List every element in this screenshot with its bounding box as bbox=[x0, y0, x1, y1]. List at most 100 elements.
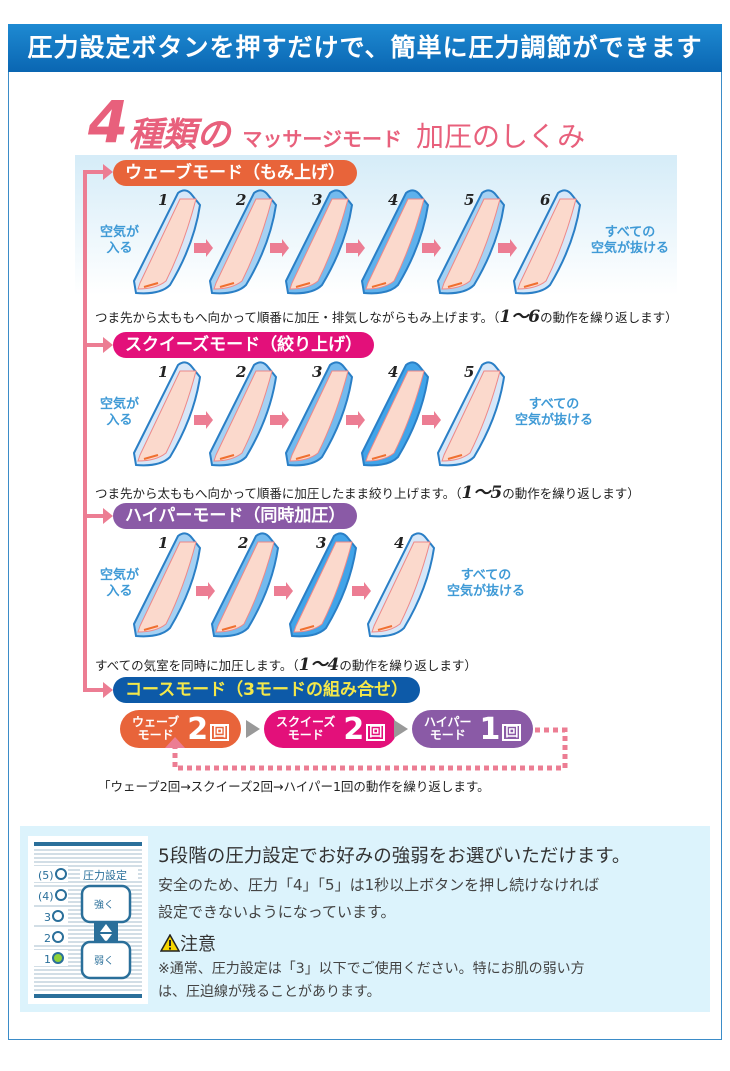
step-number: 2 bbox=[236, 191, 247, 209]
mode-caption: すべての気室を同時に加圧します。（1～4の動作を繰り返します） bbox=[95, 650, 477, 675]
step-unit: 回 bbox=[502, 724, 522, 741]
course-caption: 「ウェーブ2回→スクイーズ2回→ハイパー1回の動作を繰り返します。 bbox=[98, 779, 490, 794]
leg-step: 4 bbox=[358, 357, 432, 469]
strong-button bbox=[80, 884, 132, 924]
air-in-label: 空気が 入る bbox=[100, 397, 140, 428]
leg-cuff-illustration bbox=[436, 189, 506, 295]
warning-icon bbox=[160, 934, 180, 952]
course-mode-label: コースモード（3モードの組み合せ） bbox=[113, 677, 420, 703]
leg-step: 2 bbox=[206, 185, 280, 297]
leg-cuff-illustration bbox=[208, 189, 278, 295]
caption-range: 1～6 bbox=[499, 307, 541, 327]
caption-text: すべての気室を同時に加圧します。（ bbox=[95, 658, 299, 673]
caption-end: の動作を繰り返します） bbox=[339, 658, 477, 673]
caption-range: 1～4 bbox=[298, 655, 340, 675]
caption-text: つま先から太ももへ向かって順番に加圧・排気しながらもみ上げます。（ bbox=[95, 310, 500, 325]
step-name: スクイーズ モード bbox=[276, 715, 336, 742]
caption-end: の動作を繰り返します） bbox=[502, 486, 640, 501]
title-mode: マッサージモード bbox=[242, 127, 402, 151]
leg-step: 1 bbox=[130, 185, 204, 297]
mode-caption: つま先から太ももへ向かって順番に加圧・排気しながらもみ上げます。（1～6の動作を… bbox=[95, 302, 678, 327]
title-number: 4 bbox=[88, 88, 129, 156]
air-in-label: 空気が 入る bbox=[100, 568, 140, 599]
panel-text-1: 安全のため、圧力「4」「5」は1秒以上ボタンを押し続けなければ bbox=[158, 876, 600, 894]
level-label: 2 bbox=[44, 932, 51, 945]
leg-cuff-illustration bbox=[360, 189, 430, 295]
step-number: 3 bbox=[312, 363, 323, 381]
leg-step: 3 bbox=[282, 185, 356, 297]
step-number: 5 bbox=[464, 191, 475, 209]
leg-cuff-illustration bbox=[132, 532, 202, 638]
header-banner: 圧力設定ボタンを押すだけで、簡単に圧力調節ができます bbox=[8, 24, 722, 72]
caption-end: の動作を繰り返します） bbox=[540, 310, 678, 325]
next-arrow-icon bbox=[246, 720, 260, 738]
mode-label-squeeze: スクイーズモード（絞り上げ） bbox=[113, 332, 375, 358]
leg-cuff-illustration bbox=[284, 361, 354, 467]
step-unit: 回 bbox=[366, 724, 386, 741]
leg-cuff-illustration bbox=[132, 189, 202, 295]
title-how: 加圧のしくみ bbox=[415, 120, 586, 153]
flow-arrow-icon bbox=[83, 164, 113, 180]
step-arrow-icon bbox=[274, 582, 293, 600]
weak-button bbox=[80, 940, 132, 980]
leg-step: 1 bbox=[130, 528, 204, 640]
step-arrow-icon bbox=[346, 411, 365, 429]
leg-cuff-illustration bbox=[512, 189, 582, 295]
level-label: 3 bbox=[44, 911, 51, 924]
leg-step: 6 bbox=[510, 185, 584, 297]
leg-step: 3 bbox=[286, 528, 360, 640]
step-number: 1 bbox=[158, 191, 169, 209]
step-name: ハイパー モード bbox=[424, 715, 472, 742]
air-in-label: 空気が 入る bbox=[100, 225, 140, 256]
leg-cuff-illustration bbox=[208, 361, 278, 467]
step-number: 4 bbox=[394, 534, 405, 552]
leg-step: 3 bbox=[282, 357, 356, 469]
step-number: 4 bbox=[388, 363, 399, 381]
air-out-label: すべての 空気が抜ける bbox=[447, 568, 526, 599]
step-unit: 回 bbox=[210, 724, 230, 741]
level-indicator-icon bbox=[55, 889, 67, 901]
caption-text: つま先から太ももへ向かって順番に加圧したまま絞り上げます。（ bbox=[95, 486, 462, 501]
leg-cuff-illustration bbox=[284, 189, 354, 295]
page-title: 4種類のマッサージモード加圧のしくみ bbox=[88, 88, 586, 156]
caution-text-2: は、圧迫線が残ることがあります。 bbox=[158, 984, 381, 1000]
leg-step: 5 bbox=[434, 185, 508, 297]
leg-step: 5 bbox=[434, 357, 508, 469]
caption-range: 1～5 bbox=[461, 483, 503, 503]
leg-step: 2 bbox=[208, 528, 282, 640]
step-number: 1 bbox=[158, 363, 169, 381]
leg-cuff-illustration bbox=[288, 532, 358, 638]
mode-label-hyper: ハイパーモード（同時加圧） bbox=[113, 503, 358, 529]
flow-arrow-icon bbox=[83, 337, 113, 353]
svg-text:強く: 強く bbox=[94, 898, 114, 911]
flow-line bbox=[83, 172, 87, 690]
air-out-label: すべての 空気が抜ける bbox=[515, 397, 594, 428]
step-arrow-icon bbox=[346, 239, 365, 257]
leg-step: 1 bbox=[130, 357, 204, 469]
step-number: 6 bbox=[540, 191, 551, 209]
leg-cuff-illustration bbox=[210, 532, 280, 638]
step-arrow-icon bbox=[194, 239, 213, 257]
level-label: (4) bbox=[38, 890, 54, 903]
step-count: 2 bbox=[343, 711, 365, 747]
panel-text-2: 設定できないようになっています。 bbox=[158, 903, 396, 921]
leg-cuff-illustration bbox=[360, 361, 430, 467]
level-label: 1 bbox=[44, 953, 51, 966]
title-kinds: 種類の bbox=[128, 115, 231, 155]
flow-arrow-icon bbox=[83, 682, 113, 698]
level-indicator-icon bbox=[52, 910, 64, 922]
leg-step: 4 bbox=[364, 528, 438, 640]
air-out-label: すべての 空気が抜ける bbox=[591, 225, 670, 256]
step-number: 1 bbox=[158, 534, 169, 552]
remote-title: 圧力設定 bbox=[83, 868, 127, 882]
step-arrow-icon bbox=[270, 239, 289, 257]
leg-cuff-illustration bbox=[132, 361, 202, 467]
level-indicator-icon bbox=[55, 868, 67, 880]
step-name: ウェーブ モード bbox=[132, 715, 180, 742]
step-number: 2 bbox=[238, 534, 249, 552]
step-number: 3 bbox=[316, 534, 327, 552]
mode-label-wave: ウェーブモード（もみ上げ） bbox=[113, 160, 357, 186]
step-arrow-icon bbox=[422, 239, 441, 257]
